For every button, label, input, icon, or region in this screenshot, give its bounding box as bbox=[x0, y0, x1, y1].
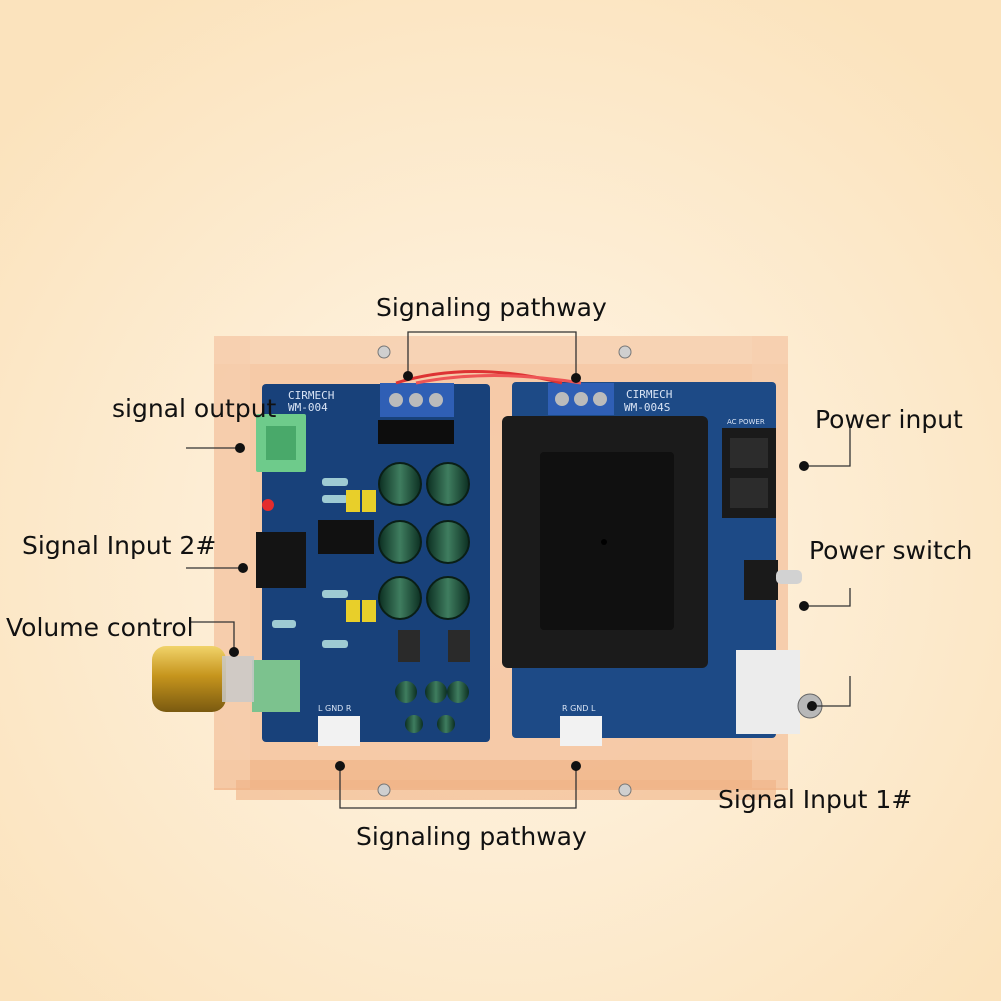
left-pcb-board: CIRMECH WM-004 bbox=[252, 383, 490, 746]
left-pcb-model: WM-004 bbox=[288, 401, 328, 414]
label-signal-output: signal output bbox=[112, 394, 277, 423]
label-signaling-pathway-bottom: Signaling pathway bbox=[356, 822, 587, 851]
left-bottom-connector bbox=[318, 716, 360, 746]
right-pcb-board: CIRMECH WM-004S AC POWER R GND L bbox=[502, 382, 823, 746]
right-bottom-connector-label: R GND L bbox=[562, 704, 596, 713]
label-signal-input-2: Signal Input 2# bbox=[22, 531, 217, 560]
power-led bbox=[262, 499, 274, 511]
ac-power-label: AC POWER bbox=[727, 418, 765, 426]
label-power-switch: Power switch bbox=[809, 536, 973, 565]
callout-lines bbox=[186, 331, 851, 809]
right-pcb-model: WM-004S bbox=[624, 401, 670, 414]
right-pcb-brand: CIRMECH bbox=[626, 388, 672, 401]
callout-dots bbox=[229, 371, 817, 771]
volume-potentiometer bbox=[252, 660, 300, 712]
left-pcb-brand: CIRMECH bbox=[288, 389, 334, 402]
signal-input-2-jack bbox=[256, 532, 306, 588]
left-bottom-connector-label: L GND R bbox=[318, 704, 352, 713]
amplifier-ic bbox=[318, 520, 374, 554]
volume-knob bbox=[152, 646, 254, 712]
label-volume-control: Volume control bbox=[6, 613, 194, 642]
rca-input-jack bbox=[736, 650, 800, 734]
power-switch-body bbox=[744, 560, 778, 600]
signal-wire bbox=[415, 374, 582, 385]
right-bottom-connector bbox=[560, 716, 602, 746]
label-signaling-pathway-top: Signaling pathway bbox=[376, 293, 607, 322]
label-power-input: Power input bbox=[815, 405, 963, 434]
label-signal-input-1: Signal Input 1# bbox=[718, 785, 913, 814]
filter-capacitors bbox=[378, 462, 470, 733]
